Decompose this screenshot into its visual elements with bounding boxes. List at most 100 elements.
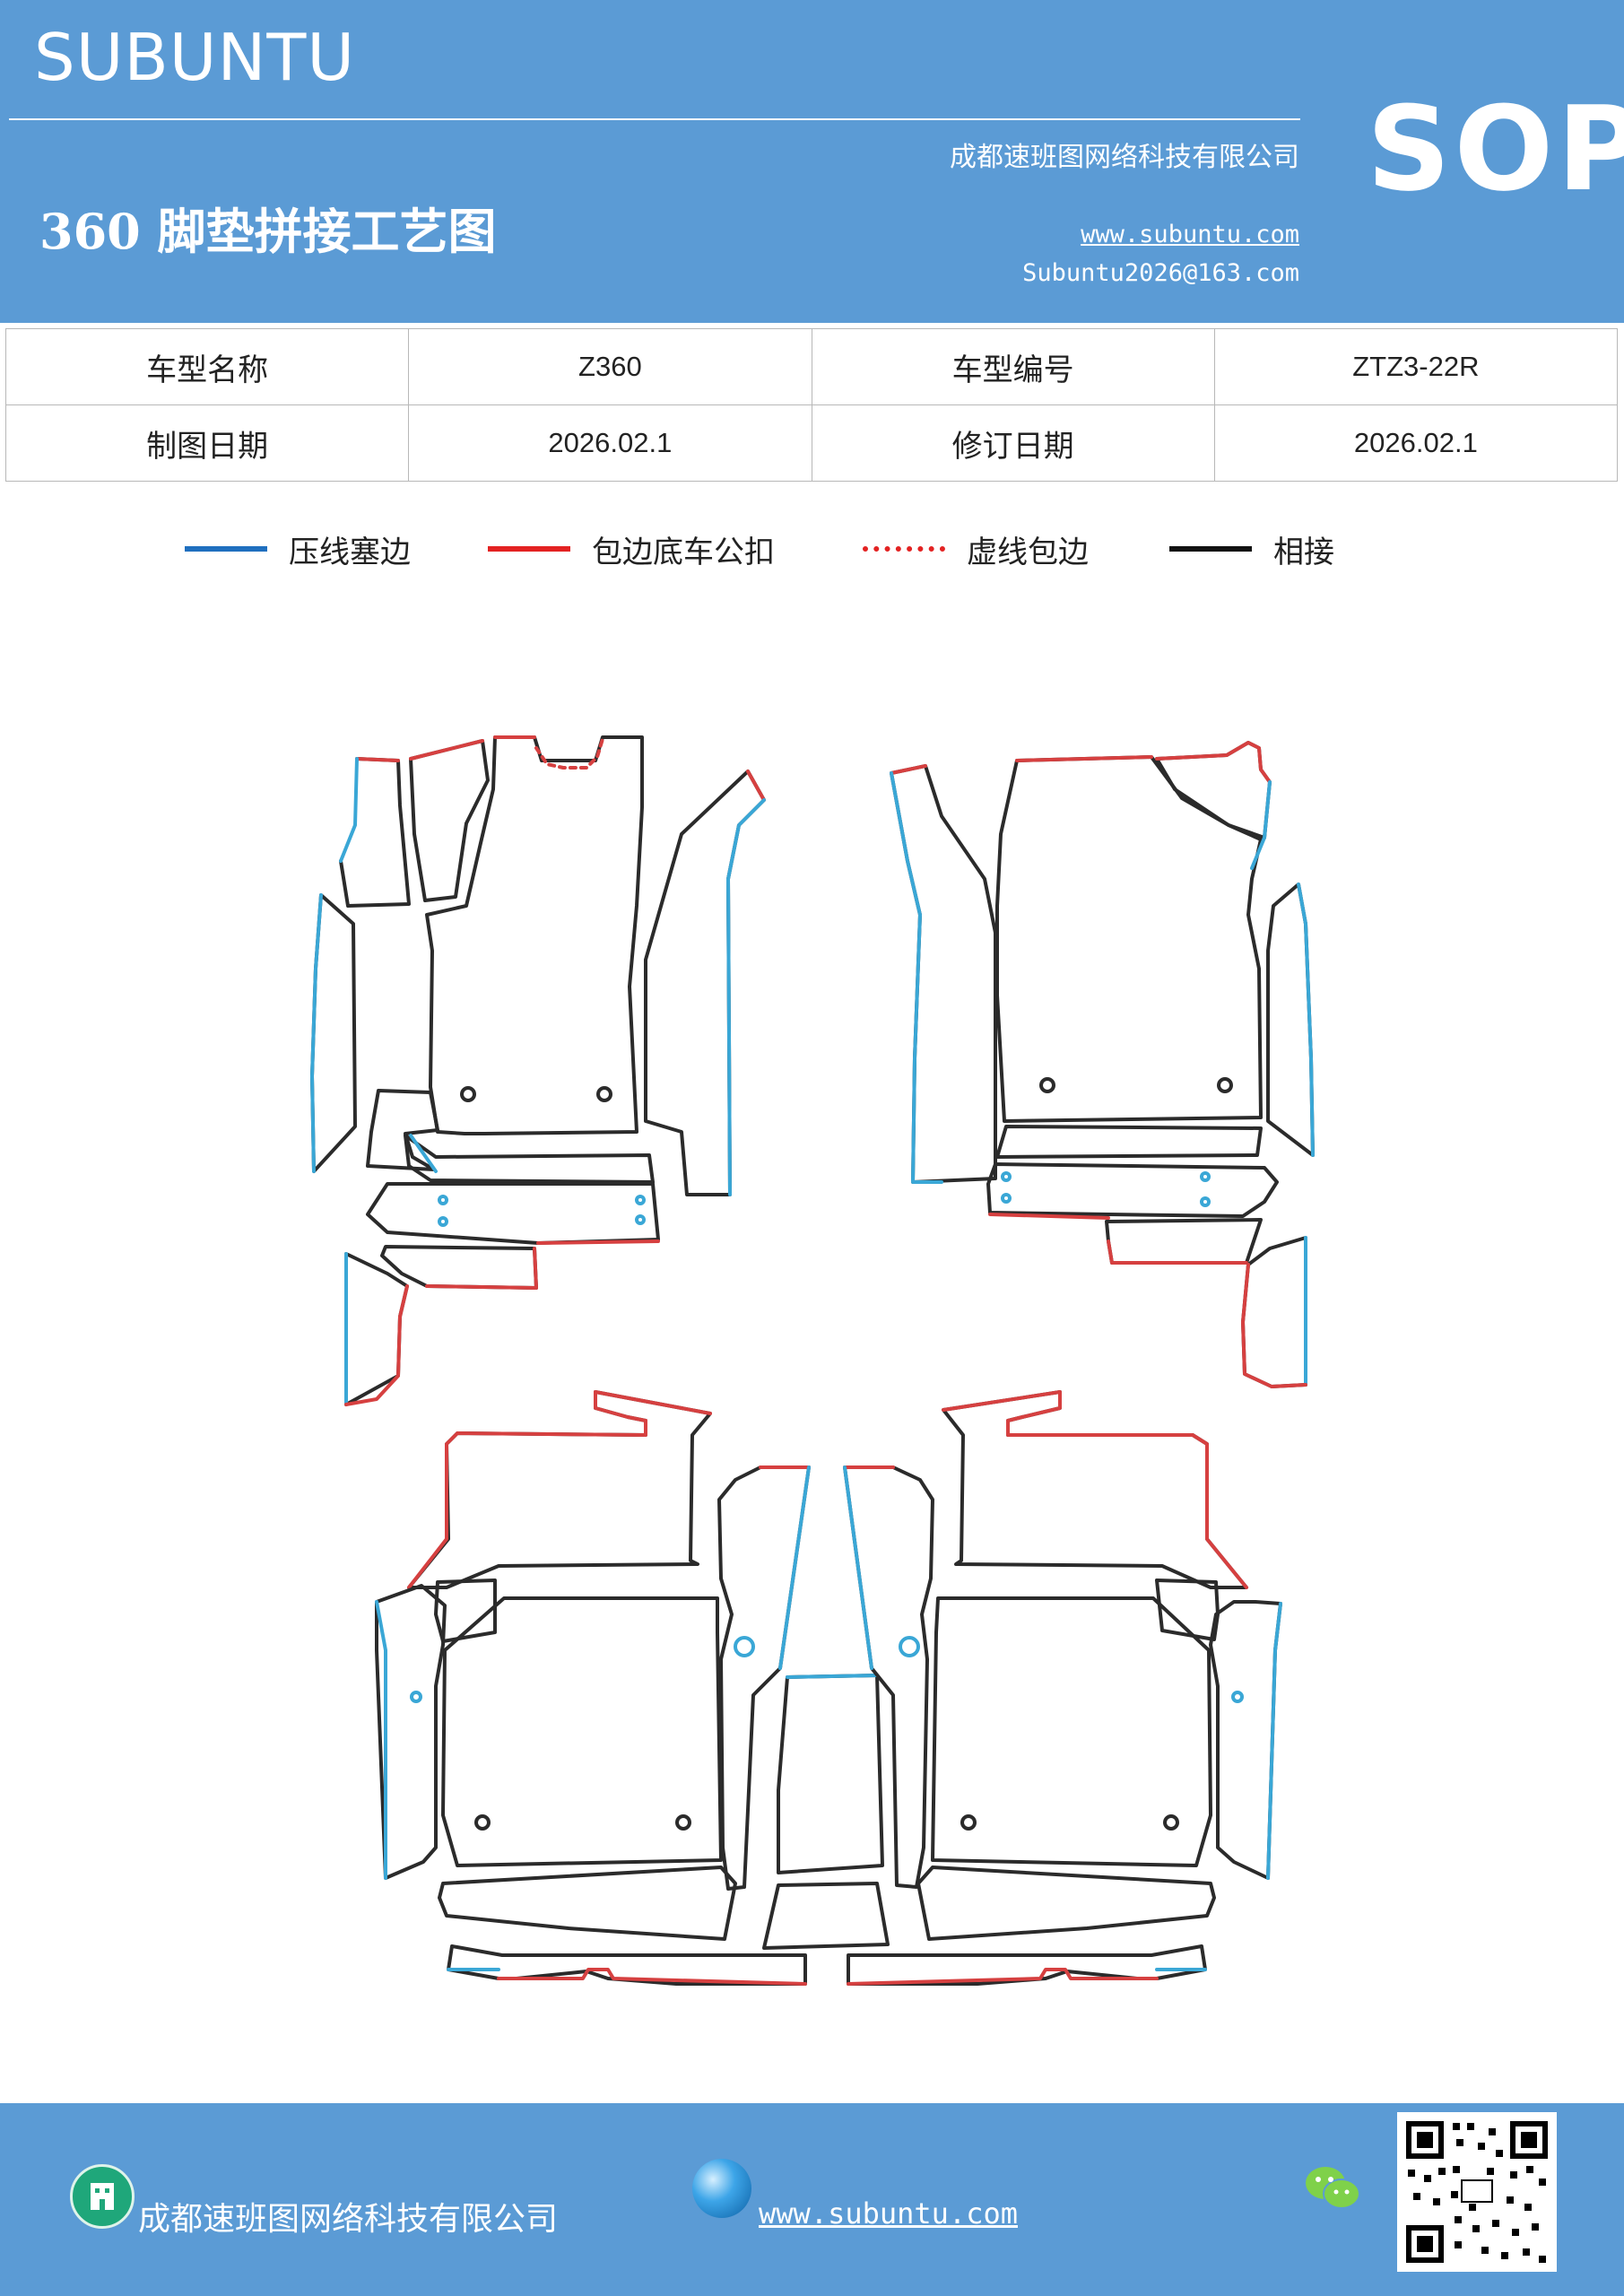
front-left-mat-group <box>310 735 766 1406</box>
globe-icon <box>692 2159 751 2218</box>
header-banner: SUBUNTU 成都速班图网络科技有限公司 360 脚垫拼接工艺图 www.su… <box>0 0 1624 323</box>
mat-edge-cyan <box>375 1600 387 1880</box>
label-model-code: 车型编号 <box>811 328 1215 405</box>
mat-edge-cyan <box>726 798 766 1196</box>
mat-piece <box>434 1578 497 1643</box>
rear-right-mat-group <box>843 1390 1282 1986</box>
mat-edge-red <box>1241 1263 1307 1388</box>
mat-clip <box>438 1216 448 1227</box>
mat-clip <box>438 1195 448 1205</box>
mat-edge-cyan <box>409 1134 438 1173</box>
mat-piece <box>777 1674 884 1874</box>
mat-edge-red <box>594 1390 712 1415</box>
table-row: 制图日期 2026.02.1 修订日期 2026.02.1 <box>4 404 1619 482</box>
mat-hole <box>596 1086 612 1102</box>
mat-piece <box>366 1089 439 1171</box>
mat-edge-red <box>890 764 927 775</box>
mat-edge-red <box>497 1968 807 1986</box>
mat-piece <box>366 1182 660 1245</box>
mat-piece <box>447 1944 807 1986</box>
mat-edge-red <box>407 1419 647 1589</box>
mat-edge-cyan <box>339 757 359 863</box>
mat-edge-cyan <box>890 771 943 1184</box>
value-model-code: ZTZ3-22R <box>1213 328 1619 405</box>
mat-edge-red <box>1107 1239 1248 1265</box>
mat-edge-cyan <box>778 1465 811 1670</box>
legend-label: 包边底车公扣 <box>592 534 775 570</box>
legend-item-dotted-wrap: 虚线包边 <box>863 522 1089 576</box>
legend-swatch-red <box>488 546 570 552</box>
legend-swatch-red-dotted <box>863 546 945 552</box>
mat-piece <box>409 739 490 902</box>
mat-edge-red <box>942 1390 1248 1589</box>
mat-edge-cyan <box>1266 1602 1282 1880</box>
mat-clip <box>635 1214 646 1225</box>
mat-piece <box>644 770 766 1196</box>
contact-email[interactable]: Subuntu2026@163.com <box>1022 259 1299 287</box>
mat-edge-red <box>409 739 484 761</box>
footer-website-link[interactable]: www.subuntu.com <box>759 2196 1018 2231</box>
mat-edge-red <box>1155 741 1272 784</box>
legend-swatch-blue <box>185 546 267 552</box>
website-link[interactable]: www.subuntu.com <box>1081 221 1299 248</box>
mat-edge-red-dotted <box>534 737 604 770</box>
mat-edge-red <box>847 1968 1159 1986</box>
mat-edge-red <box>594 1390 647 1422</box>
brand-name: SUBUNTU <box>34 20 356 95</box>
mat-piece <box>1241 1236 1307 1388</box>
mat-edge-red <box>355 757 400 762</box>
legend-item-joined: 相接 <box>1169 522 1334 576</box>
vehicle-info-table: 车型名称 Z360 车型编号 ZTZ3-22R 制图日期 2026.02.1 修… <box>4 328 1619 482</box>
mat-piece <box>931 1596 1212 1867</box>
sop-badge: SOP <box>1367 81 1624 217</box>
wechat-icon[interactable] <box>1302 2161 1365 2215</box>
mat-hole <box>1217 1077 1233 1093</box>
mat-edge-cyan <box>1250 780 1272 870</box>
mat-piece <box>916 1866 1216 1941</box>
legend-item-wrap-edge: 包边底车公扣 <box>488 522 775 576</box>
value-model-name: Z360 <box>408 328 812 405</box>
mat-piece <box>438 1866 737 1941</box>
mat-piece <box>986 1162 1279 1218</box>
mat-hole <box>675 1814 691 1831</box>
mat-edge-red <box>988 1213 1110 1220</box>
mat-edge-red <box>746 770 766 802</box>
legend-label: 虚线包边 <box>967 534 1089 570</box>
mat-piece <box>1155 1578 1220 1641</box>
mat-hole <box>474 1814 491 1831</box>
rear-left-mat-group <box>375 1390 811 1986</box>
label-model-name: 车型名称 <box>4 328 410 405</box>
legend-label: 相接 <box>1273 534 1334 570</box>
company-name: 成都速班图网络科技有限公司 <box>950 142 1299 173</box>
mat-piece <box>995 755 1263 1123</box>
mat-piece <box>407 1390 712 1589</box>
mat-edge-red <box>344 1284 409 1406</box>
mat-piece <box>890 764 997 1184</box>
mat-edge-cyan <box>1297 883 1315 1157</box>
mat-clip <box>1200 1171 1211 1182</box>
legend-swatch-black <box>1169 546 1252 552</box>
mat-edge-cyan <box>786 1674 879 1679</box>
center-mat-group <box>762 1674 890 1950</box>
value-drawing-date: 2026.02.1 <box>408 404 812 482</box>
label-drawing-date: 制图日期 <box>4 404 410 482</box>
mat-clip <box>1001 1171 1012 1182</box>
mat-edge-cyan <box>843 1465 873 1670</box>
mat-hole <box>1163 1814 1179 1831</box>
mat-clip <box>1200 1196 1211 1207</box>
document-title: 360 脚垫拼接工艺图 <box>39 203 497 260</box>
mat-edge-red <box>425 1247 538 1290</box>
building-icon <box>70 2164 135 2229</box>
legend-label: 压线塞边 <box>289 534 411 570</box>
mat-edge-red <box>1015 755 1153 762</box>
mat-edge-red <box>536 1239 660 1245</box>
mat-piece <box>375 1584 447 1880</box>
mat-clip <box>1001 1193 1012 1204</box>
mat-piece <box>425 735 644 1135</box>
front-right-mat-group <box>890 741 1315 1388</box>
mat-hole <box>1039 1077 1055 1093</box>
legend-item-press-line: 压线塞边 <box>185 522 411 576</box>
mat-clip <box>899 1636 920 1657</box>
mat-hole <box>960 1814 977 1831</box>
mat-piece <box>404 1134 655 1184</box>
